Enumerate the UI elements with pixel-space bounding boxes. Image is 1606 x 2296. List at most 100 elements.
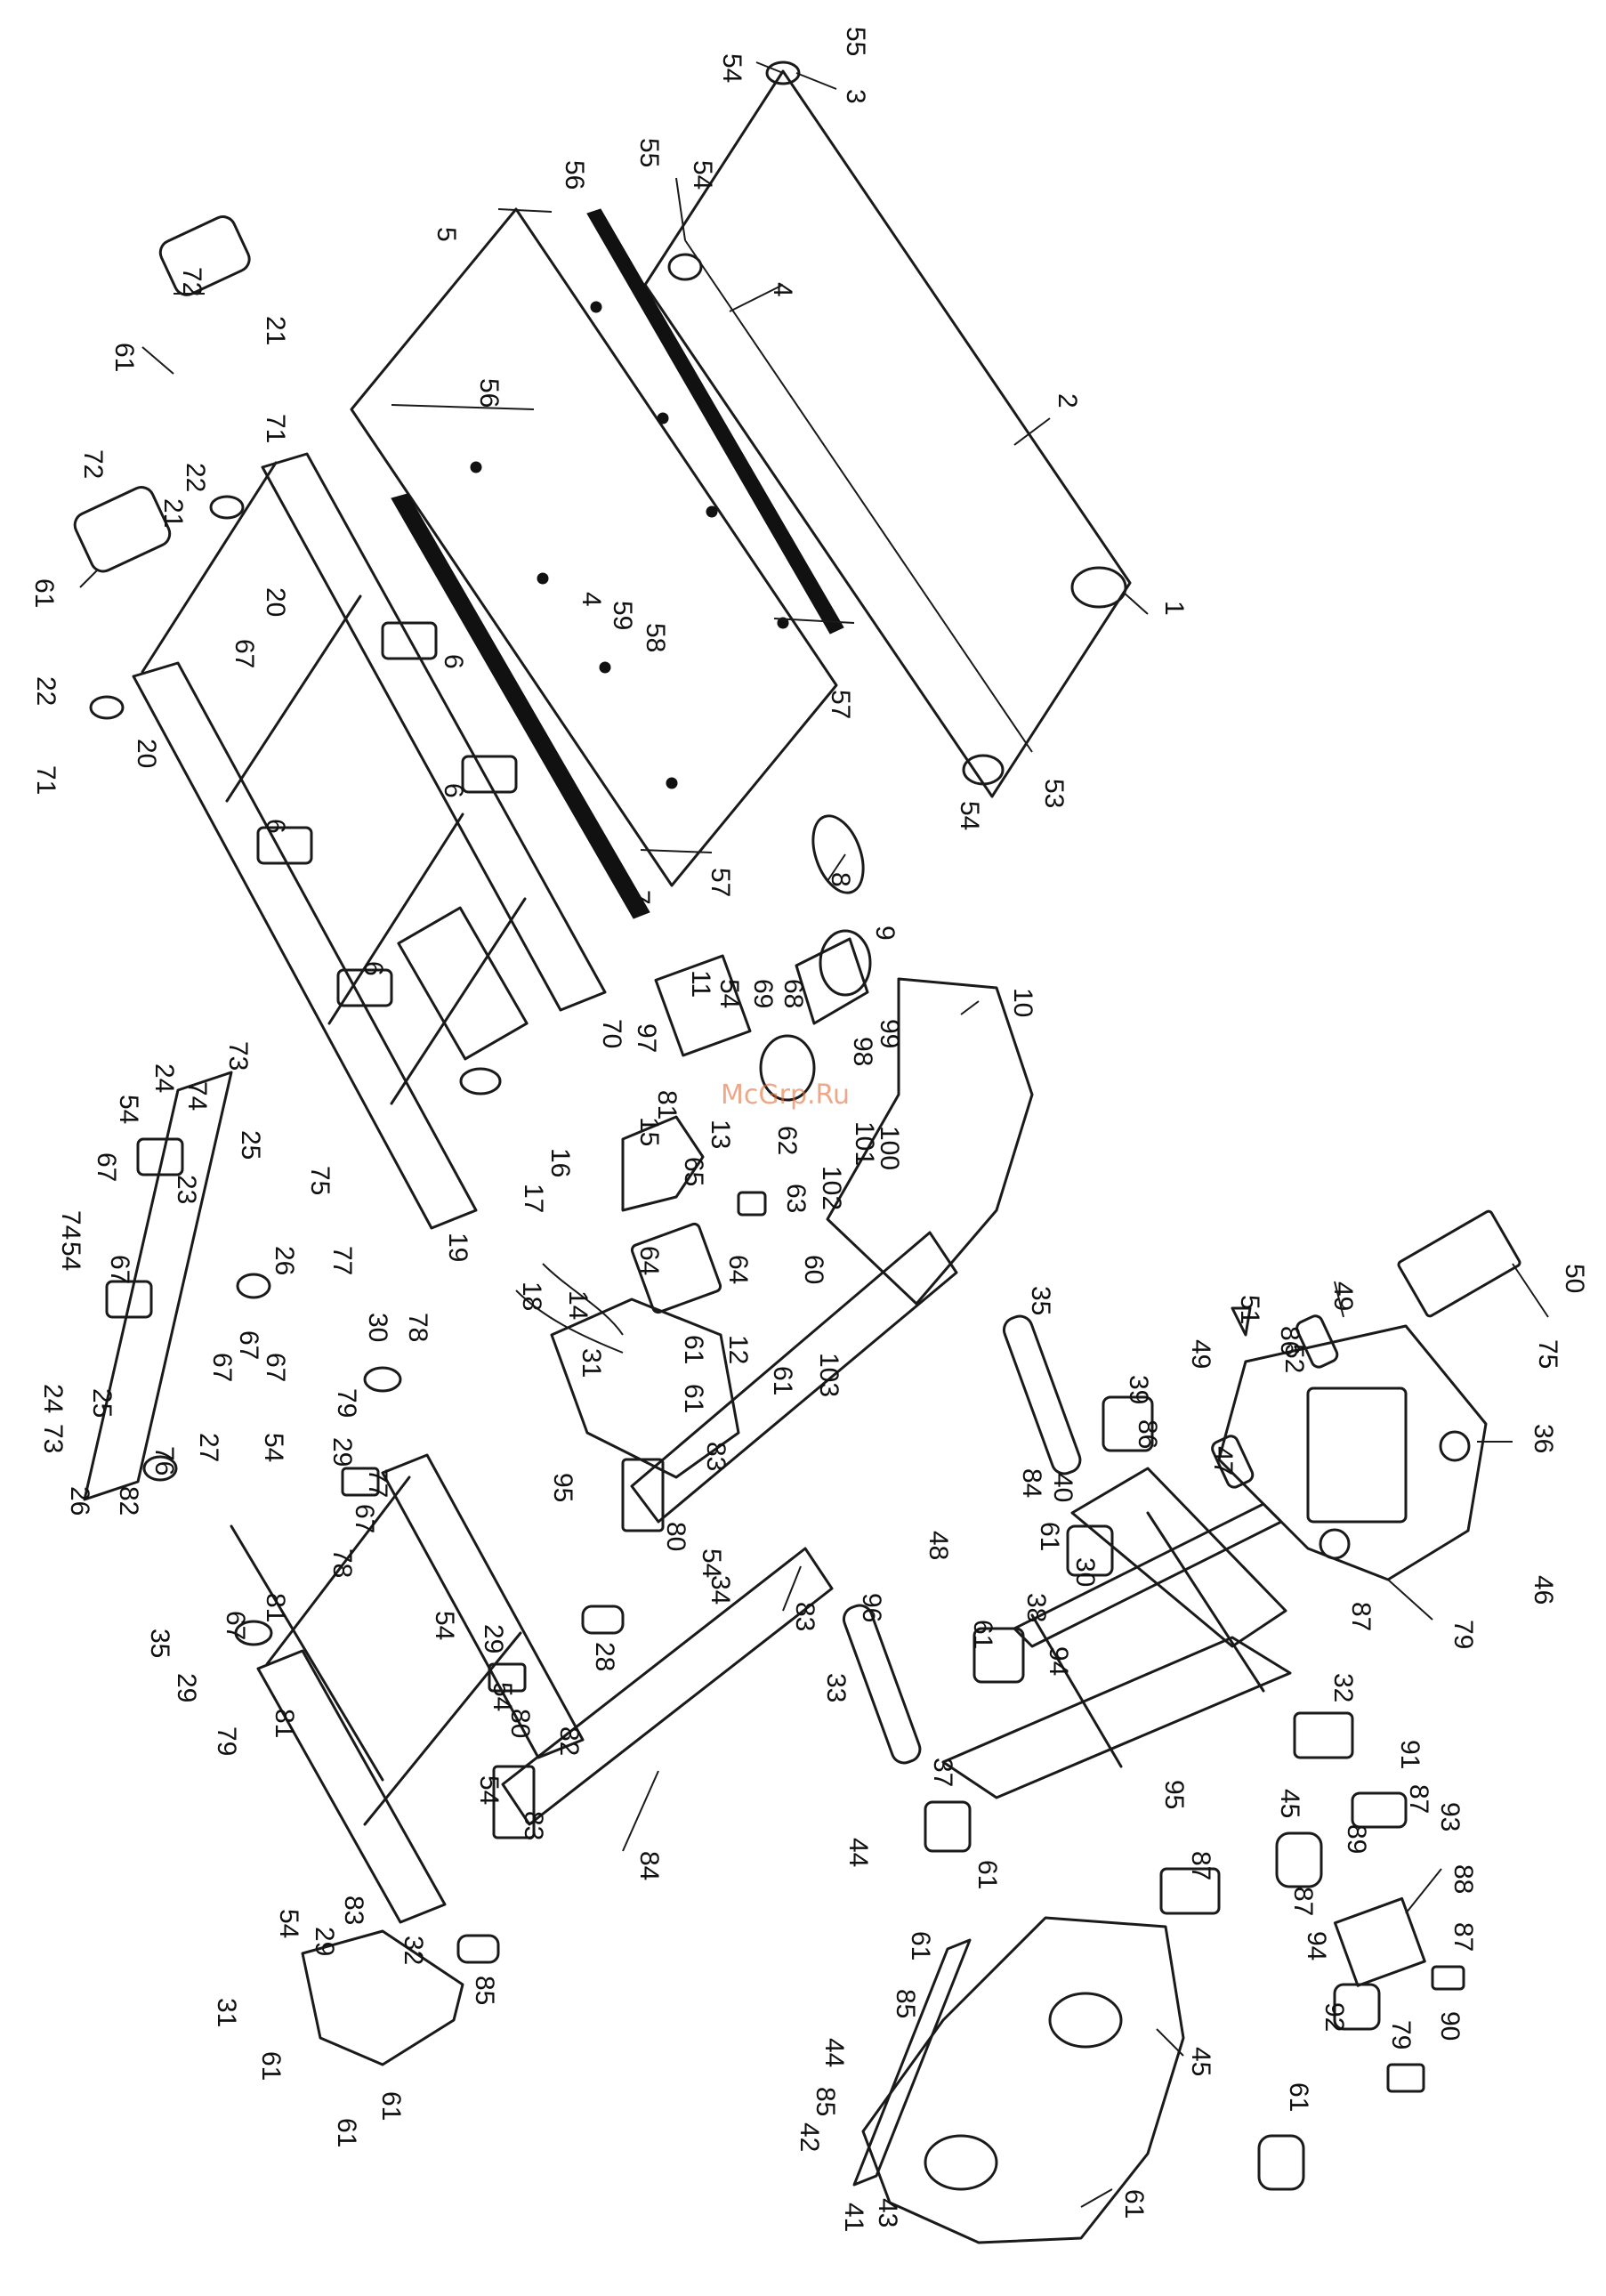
part-label: 26 [270, 1246, 299, 1275]
deck-bolts [470, 301, 789, 789]
watermark-text: McGrp.Ru [721, 1079, 850, 1111]
part-label: 101 [850, 1121, 879, 1166]
part-label: 25 [236, 1130, 265, 1160]
part-label: 85 [470, 1976, 499, 2005]
part-label: 54 [430, 1611, 459, 1640]
part-label: 48 [924, 1531, 953, 1560]
part-label: 45 [1186, 2047, 1215, 2076]
part-label: 43 [873, 2198, 902, 2227]
part-label: 83 [339, 1896, 368, 1925]
part-label: 96 [857, 1593, 886, 1622]
part-label: 61 [968, 1620, 997, 1649]
main-frame [132, 452, 607, 1230]
part-label: 17 [519, 1184, 548, 1213]
part-label: 61 [256, 2051, 286, 2081]
part-label: 36 [1529, 1424, 1558, 1453]
part-label: 57 [706, 868, 735, 897]
part-label: 61 [1035, 1522, 1064, 1551]
part-label: 84 [1017, 1468, 1046, 1498]
part-label: 54 [474, 1775, 504, 1805]
part-label: 67 [92, 1152, 121, 1182]
part-label: 59 [608, 601, 637, 630]
part-label: 73 [223, 1041, 253, 1071]
part-label: 47 [1208, 1446, 1238, 1475]
part-label: 87 [1404, 1784, 1433, 1814]
part-label: 65 [679, 1157, 708, 1186]
part-label: 81 [652, 1090, 682, 1120]
part-label: 58 [641, 623, 670, 652]
part-label: 78 [403, 1313, 432, 1342]
part-label: 61 [29, 578, 59, 608]
part-label: 87 [1346, 1602, 1376, 1631]
part-label: 95 [548, 1473, 577, 1502]
part-label: 51 [1235, 1295, 1264, 1324]
part-label: 7 [625, 890, 655, 905]
part-label: 29 [479, 1624, 508, 1653]
part-label: 61 [109, 343, 139, 372]
part-label: 56 [474, 378, 504, 408]
part-label: 54 [714, 979, 744, 1008]
part-label: 93 [1435, 1802, 1465, 1831]
part-label: 67 [221, 1611, 250, 1640]
part-label: 35 [145, 1629, 174, 1658]
part-label: 22 [31, 676, 61, 706]
part-label: 56 [560, 160, 589, 190]
part-label: 44 [819, 2038, 849, 2067]
incline-frame [230, 1366, 585, 1924]
part-label: 67 [230, 639, 259, 668]
part-label: 30 [363, 1313, 392, 1342]
part-label: 87 [1186, 1851, 1215, 1880]
part-label: 78 [327, 1548, 357, 1578]
part-label: 6 [359, 961, 388, 976]
part-label: 87 [1288, 1887, 1318, 1916]
part-label: 85 [811, 2087, 840, 2116]
part-label: 94 [1302, 1931, 1331, 1960]
part-label: 61 [376, 2091, 406, 2121]
part-label: 15 [634, 1117, 664, 1146]
part-label: 39 [1124, 1375, 1153, 1404]
part-label: 11 [686, 970, 715, 998]
part-label: 31 [212, 1998, 241, 2027]
part-label: 54 [114, 1095, 143, 1124]
part-label: 67 [234, 1330, 263, 1360]
part-label: 54 [259, 1433, 288, 1462]
console-frame [924, 1395, 1292, 1853]
part-label: 86 [1133, 1419, 1162, 1449]
part-callouts: 55 54 3 55 54 56 5 4 2 56 72 21 61 22 72… [29, 27, 1589, 2232]
part-label: 24 [38, 1384, 68, 1413]
part-label: 23 [172, 1175, 201, 1204]
part-label: 90 [1435, 2011, 1465, 2041]
part-label: 82 [114, 1486, 143, 1516]
part-label: 54 [488, 1682, 517, 1711]
part-label: 100 [875, 1126, 904, 1170]
part-label: 73 [38, 1424, 68, 1453]
part-label: 42 [795, 2122, 824, 2152]
part-label: 83 [701, 1442, 730, 1471]
part-label: 5 [432, 227, 461, 242]
part-label: 61 [906, 1931, 935, 1960]
rear-stabilizer [83, 1071, 271, 1501]
part-label: 87 [1449, 1922, 1478, 1952]
part-label: 18 [517, 1281, 546, 1311]
part-label: 91 [1395, 1740, 1424, 1769]
console-top [1211, 1209, 1521, 1581]
part-label: 76 [149, 1446, 179, 1475]
part-label: 1 [1159, 601, 1189, 616]
motor-assembly [515, 814, 1034, 1354]
part-label: 61 [768, 1366, 797, 1395]
part-label: 54 [697, 1548, 726, 1578]
handlebars [842, 1314, 1082, 1765]
part-label: 49 [1328, 1281, 1358, 1311]
part-label: 79 [212, 1726, 241, 1756]
part-label: 83 [519, 1811, 548, 1840]
part-label: 64 [634, 1246, 664, 1275]
part-label: 54 [56, 1241, 85, 1271]
part-label: 86 [1275, 1326, 1304, 1355]
part-label: 27 [194, 1433, 223, 1462]
part-label: 3 [841, 89, 870, 104]
deck-board [350, 207, 855, 919]
part-label: 84 [634, 1851, 664, 1880]
part-label: 57 [826, 690, 855, 719]
